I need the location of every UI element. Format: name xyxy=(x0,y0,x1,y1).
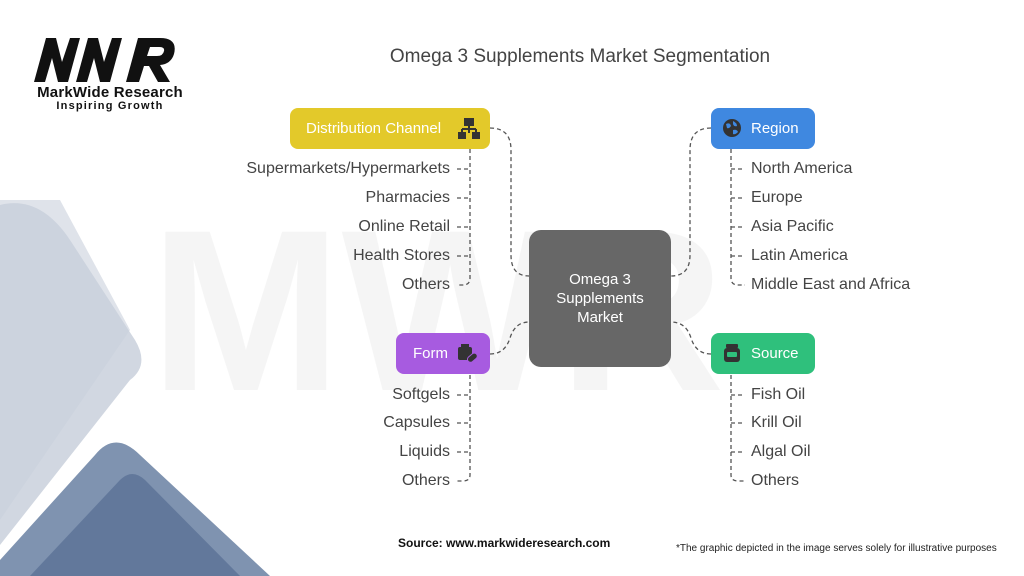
list-item: Supermarkets/Hypermarkets xyxy=(246,160,450,177)
list-item: Asia Pacific xyxy=(751,218,834,235)
segment-distribution-channel: Distribution Channel xyxy=(290,108,490,149)
list-item: Fish Oil xyxy=(751,386,806,403)
segment-label: Region xyxy=(751,120,799,137)
disclaimer-note: *The graphic depicted in the image serve… xyxy=(676,543,997,554)
list-item: Europe xyxy=(751,189,803,206)
pill-box-icon xyxy=(458,344,478,363)
list-item: Pharmacies xyxy=(365,189,450,206)
list-item: Latin America xyxy=(751,247,848,264)
segment-label: Form xyxy=(413,345,448,362)
list-item: North America xyxy=(751,160,853,177)
list-item: Algal Oil xyxy=(751,443,811,460)
brand-name: MarkWide Research xyxy=(37,84,183,101)
list-item: Online Retail xyxy=(358,218,450,235)
globe-icon xyxy=(723,119,741,137)
list-item: Softgels xyxy=(392,386,450,403)
list-item: Others xyxy=(751,472,800,489)
distribution-network-icon xyxy=(458,118,480,139)
list-item: Krill Oil xyxy=(751,414,802,431)
segment-source: Source xyxy=(711,333,815,374)
jar-icon xyxy=(724,344,740,362)
segment-label: Distribution Channel xyxy=(306,120,442,137)
list-item: Liquids xyxy=(399,443,450,460)
segment-form: Form xyxy=(396,333,490,374)
list-item: Capsules xyxy=(383,414,450,431)
list-item: Others xyxy=(401,276,450,293)
brand-tagline: Inspiring Growth xyxy=(56,100,164,112)
source-credit: Source: www.markwideresearch.com xyxy=(398,536,611,550)
center-node: Omega 3 Supplements Market xyxy=(529,230,671,367)
list-item: Others xyxy=(401,472,450,489)
segment-label: Source xyxy=(751,345,799,362)
center-line-1: Omega 3 xyxy=(569,271,631,288)
center-line-3: Market xyxy=(577,309,623,326)
center-line-2: Supplements xyxy=(556,290,644,307)
list-item: Health Stores xyxy=(353,247,450,264)
segment-region: Region xyxy=(711,108,815,149)
brand-logo-mark xyxy=(34,38,175,82)
list-item: Middle East and Africa xyxy=(751,276,911,293)
diagram-title: Omega 3 Supplements Market Segmentation xyxy=(389,46,771,67)
